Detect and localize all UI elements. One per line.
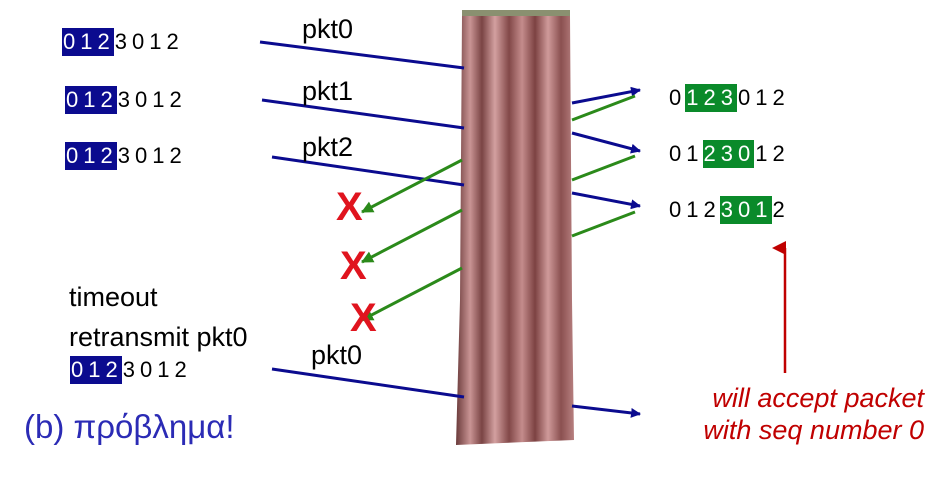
curtain-icon [456, 10, 574, 445]
seq-digit: 2 [772, 197, 785, 222]
pkt1-label: pkt1 [302, 76, 354, 106]
seq-digit: 0 [669, 85, 682, 110]
seq-digit: 2 [96, 28, 114, 56]
ack2-line [571, 210, 636, 238]
seq-digit: 0 [140, 357, 153, 382]
loss-mark-1: X [340, 244, 367, 288]
seq-digit: 2 [772, 141, 785, 166]
seq-digit: 2 [174, 357, 187, 382]
seq-digit: 0 [65, 86, 83, 114]
seq-digit: 1 [82, 86, 100, 114]
pkt0-retransmit-line [271, 367, 465, 399]
seq-digit: 2 [702, 140, 720, 168]
pkt2-label: pkt2 [302, 132, 354, 162]
seq-digit: 3 [117, 87, 130, 112]
ack1-arrow [361, 208, 463, 264]
seq-digit: 0 [669, 141, 682, 166]
seq-digit: 2 [169, 143, 182, 168]
pkt0-retransmit-arrow [571, 404, 641, 418]
seq-digit: 1 [754, 196, 772, 224]
loss-mark-0: X [336, 185, 363, 229]
seq-digit: 0 [135, 87, 148, 112]
seq-digit: 0 [669, 197, 682, 222]
ack0-line [571, 94, 636, 122]
seq-digit: 3 [719, 140, 737, 168]
pkt1-line [261, 98, 465, 130]
note-line-2: with seq number 0 [703, 415, 924, 445]
seq-digit: 1 [152, 143, 165, 168]
seq-digit: 2 [703, 197, 716, 222]
seq-digit: 0 [70, 356, 88, 384]
ack1-line [571, 154, 636, 182]
loss-mark-2: X [350, 296, 377, 340]
seq-digit: 3 [114, 29, 127, 54]
seq-digit: 2 [169, 87, 182, 112]
seq-digit: 1 [686, 141, 699, 166]
seq-digit: 0 [135, 143, 148, 168]
note-line-1: will accept packet [712, 383, 924, 413]
seq-digit: 2 [104, 356, 122, 384]
seq-digit: 1 [686, 197, 699, 222]
seq-digit: 0 [65, 142, 83, 170]
caption: (b) πρόβλημα! [24, 408, 235, 445]
seq-digit: 1 [685, 84, 703, 112]
seq-digit: 2 [99, 142, 117, 170]
seq-digit: 3 [117, 143, 130, 168]
seq-digit: 0 [738, 85, 751, 110]
ack0-arrow [361, 158, 463, 214]
seq-digit: 2 [166, 29, 179, 54]
seq-digit: 3 [719, 196, 737, 224]
seq-digit: 2 [772, 85, 785, 110]
timeout-label: timeout [69, 282, 158, 312]
seq-digit: 1 [149, 29, 162, 54]
pkt0-label: pkt0 [302, 14, 354, 44]
seq-digit: 0 [737, 196, 755, 224]
seq-digit: 3 [122, 357, 135, 382]
seq-digit: 2 [702, 84, 720, 112]
seq-digit: 1 [755, 85, 768, 110]
seq-digit: 2 [99, 86, 117, 114]
pkt0-arrow [571, 86, 641, 105]
seq-digit: 1 [82, 142, 100, 170]
pkt2-arrow [571, 191, 641, 210]
seq-digit: 1 [87, 356, 105, 384]
pkt1-arrow [571, 131, 641, 154]
seq-digit: 1 [152, 87, 165, 112]
pkt0-line [259, 40, 465, 70]
seq-digit: 0 [737, 140, 755, 168]
receiver-note: will accept packet with seq number 0 [660, 382, 924, 446]
pkt0-retransmit-label: pkt0 [311, 340, 363, 370]
seq-digit: 1 [157, 357, 170, 382]
seq-digit: 0 [132, 29, 145, 54]
seq-digit: 0 [62, 28, 80, 56]
retransmit-label: retransmit pkt0 [69, 322, 248, 352]
seq-digit: 1 [79, 28, 97, 56]
seq-digit: 3 [719, 84, 737, 112]
ack2-arrow [361, 266, 463, 322]
pkt2-line [271, 155, 465, 187]
seq-digit: 1 [755, 141, 768, 166]
